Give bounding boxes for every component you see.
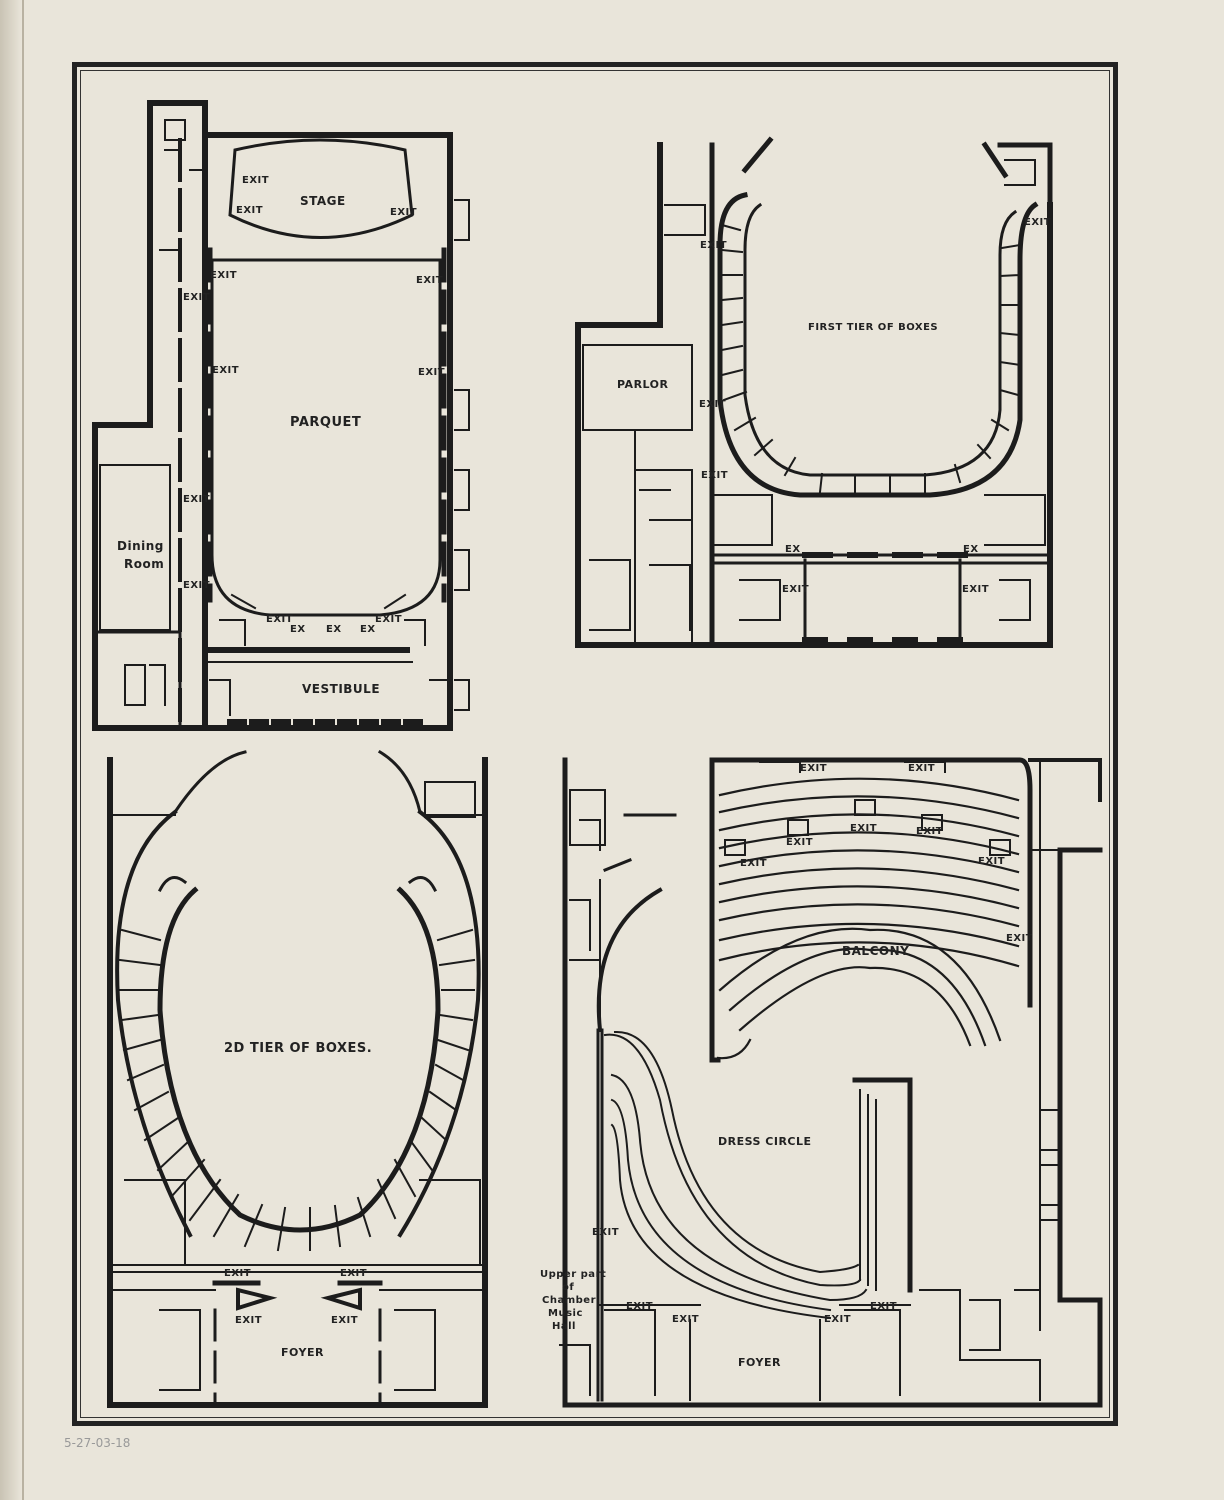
label-parquet: PARQUET xyxy=(290,415,361,430)
label-upper-chamber: Chamber xyxy=(542,1295,596,1306)
label-exit: EXIT xyxy=(212,365,239,376)
label-parlor: PARLOR xyxy=(617,378,669,391)
label-exit: EXIT xyxy=(740,858,767,869)
label-exit: EXIT xyxy=(242,175,269,186)
binding-spine xyxy=(0,0,22,1500)
label-upper-music: Music xyxy=(548,1308,583,1319)
label-second-tier: 2D TIER OF BOXES. xyxy=(224,1041,372,1056)
parquet-plan xyxy=(92,100,470,731)
label-exit: EXIT xyxy=(700,240,727,251)
label-exit: EXIT xyxy=(962,584,989,595)
binding-edge xyxy=(22,0,24,1500)
label-room: Room xyxy=(124,557,164,571)
page-frame-inner xyxy=(80,70,1110,1418)
label-exit: EXIT xyxy=(183,292,210,303)
label-ex: EX xyxy=(360,624,376,635)
second-tier-plan xyxy=(107,749,488,1408)
label-foyer: FOYER xyxy=(281,1346,324,1359)
label-vestibule: VESTIBULE xyxy=(302,682,380,696)
balcony-plan xyxy=(559,757,1103,1408)
label-upper-part: Upper part xyxy=(540,1269,606,1280)
label-ex: EX xyxy=(326,624,342,635)
label-exit: EXIT xyxy=(672,1314,699,1325)
label-stage: STAGE xyxy=(300,194,346,208)
label-exit: EXIT xyxy=(183,494,210,505)
label-exit: EXIT xyxy=(235,1315,262,1326)
label-exit: EXIT xyxy=(183,580,210,591)
first-tier-plan xyxy=(575,136,1053,648)
label-exit: EXIT xyxy=(390,207,417,218)
label-dress-circle: DRESS CIRCLE xyxy=(718,1135,812,1148)
page-frame xyxy=(72,62,1118,1426)
label-upper-hall: Hall xyxy=(552,1321,576,1332)
label-exit: EXIT xyxy=(870,1301,897,1312)
label-dining: Dining xyxy=(117,539,164,553)
label-exit: EXIT xyxy=(916,826,943,837)
label-exit: EXIT xyxy=(850,823,877,834)
label-exit: EXIT xyxy=(824,1314,851,1325)
label-ex: EX xyxy=(290,624,306,635)
label-balcony: BALCONY xyxy=(842,944,909,958)
label-exit: EXIT xyxy=(210,270,237,281)
label-exit: EXIT xyxy=(786,837,813,848)
label-exit: EXIT xyxy=(978,856,1005,867)
label-first-tier: FIRST TIER OF BOXES xyxy=(808,322,938,333)
label-exit: EXIT xyxy=(266,614,293,625)
archive-annotation: 5-27-03-18 xyxy=(64,1436,131,1450)
label-exit: EXIT xyxy=(701,470,728,481)
label-exit: EXIT xyxy=(908,763,935,774)
label-exit: EXIT xyxy=(375,614,402,625)
label-exit: EXIT xyxy=(1024,217,1051,228)
label-exit: EXIT xyxy=(699,399,726,410)
label-exit: EXIT xyxy=(592,1227,619,1238)
label-ex: EX xyxy=(785,544,801,555)
label-exit: EXIT xyxy=(1006,933,1033,944)
label-exit: EXIT xyxy=(626,1301,653,1312)
label-exit: EXIT xyxy=(800,763,827,774)
label-exit: EXIT xyxy=(331,1315,358,1326)
label-ex: EX xyxy=(963,544,979,555)
label-exit: EXIT xyxy=(224,1268,251,1279)
label-exit: EXIT xyxy=(418,367,445,378)
label-upper-of: of xyxy=(562,1282,574,1293)
label-exit: EXIT xyxy=(340,1268,367,1279)
label-exit: EXIT xyxy=(782,584,809,595)
label-exit: EXIT xyxy=(416,275,443,286)
label-foyer: FOYER xyxy=(738,1356,781,1369)
label-exit: EXIT xyxy=(236,205,263,216)
